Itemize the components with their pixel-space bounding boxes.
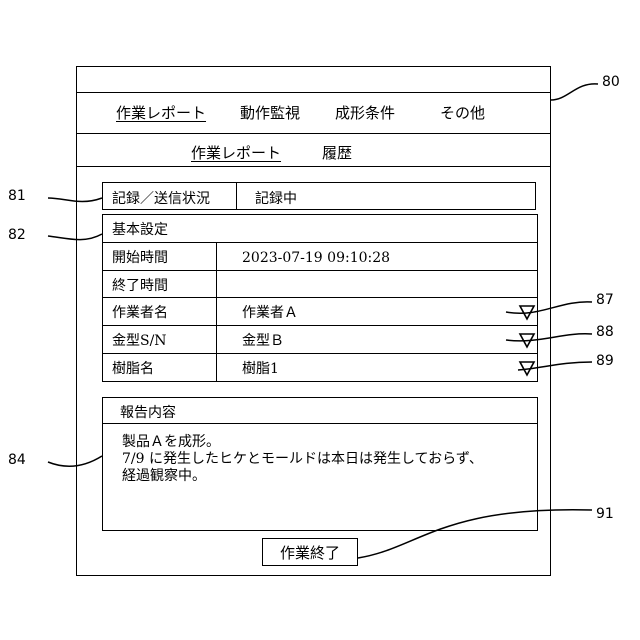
subtab-history[interactable]: 履歴 (322, 144, 352, 162)
triangle-down-icon[interactable] (518, 358, 536, 378)
status-divider (236, 182, 237, 210)
start-time-label: 開始時間 (112, 250, 168, 266)
menu-divider (76, 133, 551, 134)
basic-settings-title: 基本設定 (112, 222, 168, 238)
ref-numeral-89: 89 (596, 353, 614, 369)
report-line: 製品Ａを成形。 (122, 434, 483, 451)
ref-numeral-88: 88 (596, 324, 614, 340)
row-divider (102, 297, 538, 298)
row-divider (102, 242, 538, 243)
row-divider (102, 270, 538, 271)
row-divider (102, 325, 538, 326)
leader-line-80 (551, 84, 598, 100)
resin-name-label: 樹脂名 (112, 361, 154, 377)
basic-settings-panel (102, 214, 538, 382)
resin-name-select[interactable]: 樹脂1 (242, 361, 279, 377)
end-work-button[interactable]: 作業終了 (262, 538, 358, 566)
ref-numeral-82: 82 (8, 227, 26, 243)
tab-other[interactable]: その他 (440, 104, 485, 122)
triangle-down-icon[interactable] (518, 330, 536, 350)
record-status-value: 記録中 (255, 191, 297, 207)
mold-sn-select[interactable]: 金型Ｂ (242, 333, 284, 349)
start-time-value: 2023-07-19 09:10:28 (242, 250, 390, 266)
ref-numeral-87: 87 (596, 292, 614, 308)
ref-numeral-91: 91 (596, 506, 614, 522)
tab-work-report[interactable]: 作業レポート (116, 104, 206, 122)
subtab-work-report[interactable]: 作業レポート (191, 144, 281, 162)
submenu-divider (76, 166, 551, 167)
ref-numeral-80: 80 (602, 74, 620, 90)
record-status-label: 記録／送信状況 (112, 191, 210, 207)
row-divider (102, 353, 538, 354)
report-line: 7/9 に発生したヒケとモールドは本日は発生しておらず、 (122, 451, 483, 468)
end-time-label: 終了時間 (112, 278, 168, 294)
ref-numeral-84: 84 (8, 452, 26, 468)
mold-sn-label: 金型S/N (112, 333, 167, 349)
report-divider (102, 423, 538, 424)
report-line: 経過観察中。 (122, 468, 483, 485)
title-bar-divider (76, 92, 551, 93)
ref-numeral-81: 81 (8, 188, 26, 204)
report-textarea[interactable]: 製品Ａを成形。 7/9 に発生したヒケとモールドは本日は発生しておらず、 経過観… (122, 434, 483, 485)
operator-name-label: 作業者名 (112, 305, 168, 321)
triangle-down-icon[interactable] (518, 302, 536, 322)
tab-operation-monitor[interactable]: 動作監視 (240, 104, 300, 122)
report-title: 報告内容 (120, 405, 176, 421)
column-divider (216, 242, 217, 382)
tab-molding-conditions[interactable]: 成形条件 (335, 104, 395, 122)
operator-name-select[interactable]: 作業者Ａ (242, 305, 298, 321)
